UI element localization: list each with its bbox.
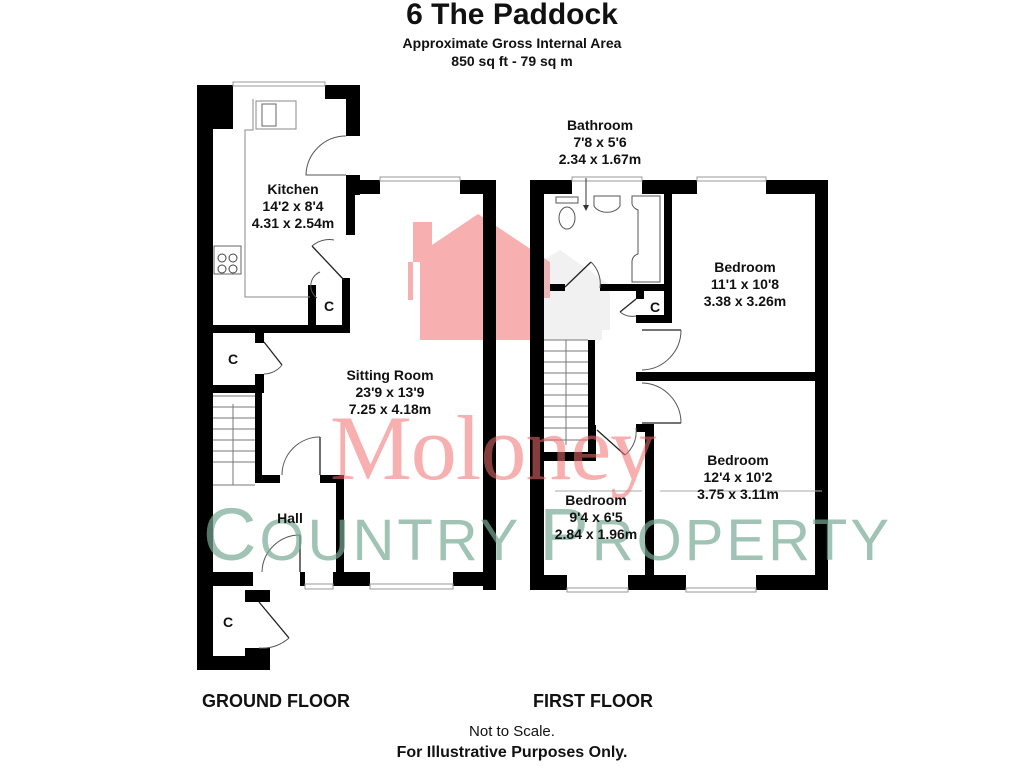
- room-label-hall: Hall: [277, 510, 303, 526]
- area-value: 850 sq ft - 79 sq m: [451, 53, 573, 69]
- page-title: 6 The Paddock: [406, 0, 618, 31]
- cupboard-label: C: [222, 614, 234, 630]
- ground-floor-label: GROUND FLOOR: [202, 691, 350, 711]
- room-label-kitchen: Kitchen 14'2 x 8'4 4.31 x 2.54m: [251, 181, 335, 231]
- house-logo-icon: [408, 214, 550, 340]
- first-floor-doors: [564, 261, 682, 456]
- illustrative-note: For Illustrative Purposes Only.: [396, 744, 628, 761]
- room-label-bedroom-3: Bedroom 9'4 x 6'5 2.84 x 1.96m: [554, 492, 638, 542]
- first-floor-label: FIRST FLOOR: [533, 691, 653, 711]
- cupboard-label: C: [227, 351, 239, 367]
- ground-floor-fixtures: [213, 81, 461, 590]
- cupboard-label: C: [323, 298, 335, 314]
- not-to-scale-note: Not to Scale.: [469, 723, 555, 740]
- first-floor-walls: [530, 180, 828, 590]
- watermark-country-property: COUNTRY PROPERTY: [203, 493, 893, 576]
- room-label-bedroom-2: Bedroom 12'4 x 10'2 3.75 x 3.11m: [697, 452, 779, 502]
- ground-floor-doors: [258, 135, 347, 649]
- first-floor-fixtures: [544, 176, 822, 593]
- cupboard-label: C: [649, 299, 661, 315]
- ground-floor-walls: [197, 85, 496, 670]
- room-label-sitting-room: Sitting Room 23'9 x 13'9 7.25 x 4.18m: [346, 367, 434, 417]
- area-subtitle: Approximate Gross Internal Area: [402, 35, 622, 51]
- room-label-bedroom-1: Bedroom 11'1 x 10'8 3.38 x 3.26m: [703, 259, 787, 309]
- house-logo-ghost: [540, 250, 610, 340]
- watermark-moloney: Moloney: [330, 397, 656, 499]
- room-label-bathroom: Bathroom 7'8 x 5'6 2.34 x 1.67m: [558, 117, 642, 167]
